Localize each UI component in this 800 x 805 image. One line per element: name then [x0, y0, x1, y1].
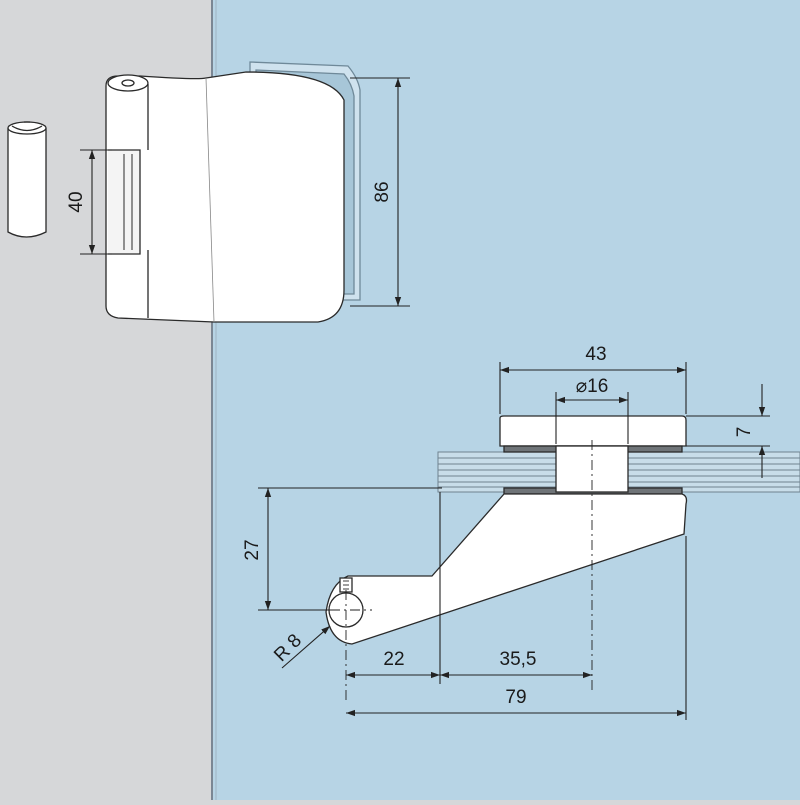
dim-plate-width [499, 362, 687, 414]
dim-arm-offset [258, 487, 442, 611]
label-pin-length: 40 [66, 191, 87, 212]
dim-plate-thickness [686, 384, 770, 478]
label-plate-thickness: 7 [734, 427, 755, 438]
hinge-front-view [105, 61, 361, 323]
dim-pin-radius [281, 625, 331, 669]
dim-hinge-height [350, 77, 410, 307]
label-plate-width: 43 [585, 344, 606, 365]
dim-bolt-diameter [555, 392, 629, 444]
label-pivot-to-glass: 22 [383, 649, 404, 670]
label-overall-length: 79 [505, 687, 526, 708]
label-arm-offset: 27 [242, 539, 263, 560]
pin-sleeve [7, 121, 47, 238]
label-glass-to-bolt: 35,5 [500, 649, 537, 670]
dim-pin-length [80, 149, 112, 255]
dim-horizontal-lines [346, 492, 687, 720]
label-bolt-diameter: ⌀16 [576, 376, 609, 397]
centerlines [330, 440, 593, 700]
label-hinge-height: 86 [372, 181, 393, 202]
